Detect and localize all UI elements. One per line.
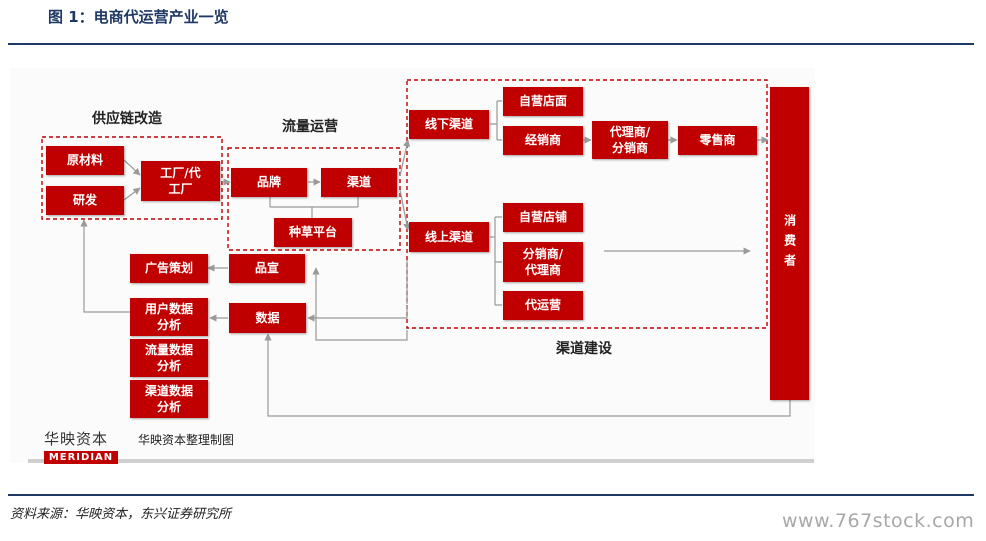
raw-to-factory [123, 159, 141, 176]
offline-split [490, 100, 502, 141]
diagram-credit: 华映资本整理制图 [138, 433, 235, 447]
node-self-store: 自营店面 [503, 87, 583, 116]
watermark: www.767stock.com [782, 510, 975, 532]
seeding-to-brand-channel [269, 197, 359, 218]
consumer-to-data-loop [264, 333, 791, 417]
rnd-to-factory [123, 187, 141, 201]
node-ad-planning: 广告策划 [130, 254, 208, 283]
node-factory: 工厂/代 工厂 [141, 161, 220, 201]
bottom-rule [8, 494, 974, 496]
node-rnd: 研发 [46, 186, 124, 215]
node-data: 数据 [229, 303, 306, 333]
logo-cn-text: 华映资本 [44, 430, 109, 448]
online-split [490, 216, 502, 306]
panel-bottom-edge [28, 459, 814, 463]
node-seeding-platform: 种草平台 [274, 218, 352, 247]
node-offline: 线下渠道 [409, 110, 489, 139]
channel-to-data-loop [307, 305, 408, 322]
node-user-data: 用户数据 分析 [130, 298, 208, 336]
node-agent: 代理商/ 分销商 [592, 121, 668, 159]
channel-build-frame [406, 79, 768, 329]
top-rule [8, 43, 974, 45]
supply-chain-frame [41, 136, 223, 220]
channel-to-online [399, 189, 411, 231]
channel-to-offline [399, 139, 411, 177]
node-brand: 品牌 [231, 168, 307, 197]
node-consumer: 消费者 [770, 87, 809, 400]
logo-en-text: MERIDIAN [44, 451, 118, 464]
traffic-ops-frame [227, 147, 401, 251]
node-online: 线上渠道 [409, 222, 489, 252]
node-traffic-data: 流量数据 分析 [130, 339, 208, 377]
group-label-supply-chain: 供应链改造 [92, 111, 162, 127]
node-sub-distributor: 分销商/ 代理商 [503, 242, 583, 282]
channel-to-promo-loop [316, 260, 408, 341]
node-promotion: 品宣 [229, 254, 305, 283]
source-note: 资料来源：华映资本，东兴证券研究所 [10, 507, 232, 522]
group-label-traffic-ops: 流量运营 [282, 119, 338, 135]
figure-title: 图 1：电商代运营产业一览 [48, 8, 229, 26]
analysis-to-rnd-loop [80, 219, 130, 313]
node-distributor: 经销商 [503, 126, 583, 155]
meridian-logo: 华映资本 MERIDIAN [44, 428, 118, 464]
node-channel-data: 渠道数据 分析 [130, 380, 208, 418]
node-channel: 渠道 [321, 168, 397, 197]
node-retailer: 零售商 [678, 126, 757, 155]
node-self-shop: 自营店铺 [503, 203, 583, 232]
group-label-channel-build: 渠道建设 [556, 341, 612, 357]
node-raw-material: 原材料 [46, 146, 124, 175]
node-tp-operator: 代运营 [503, 291, 583, 320]
